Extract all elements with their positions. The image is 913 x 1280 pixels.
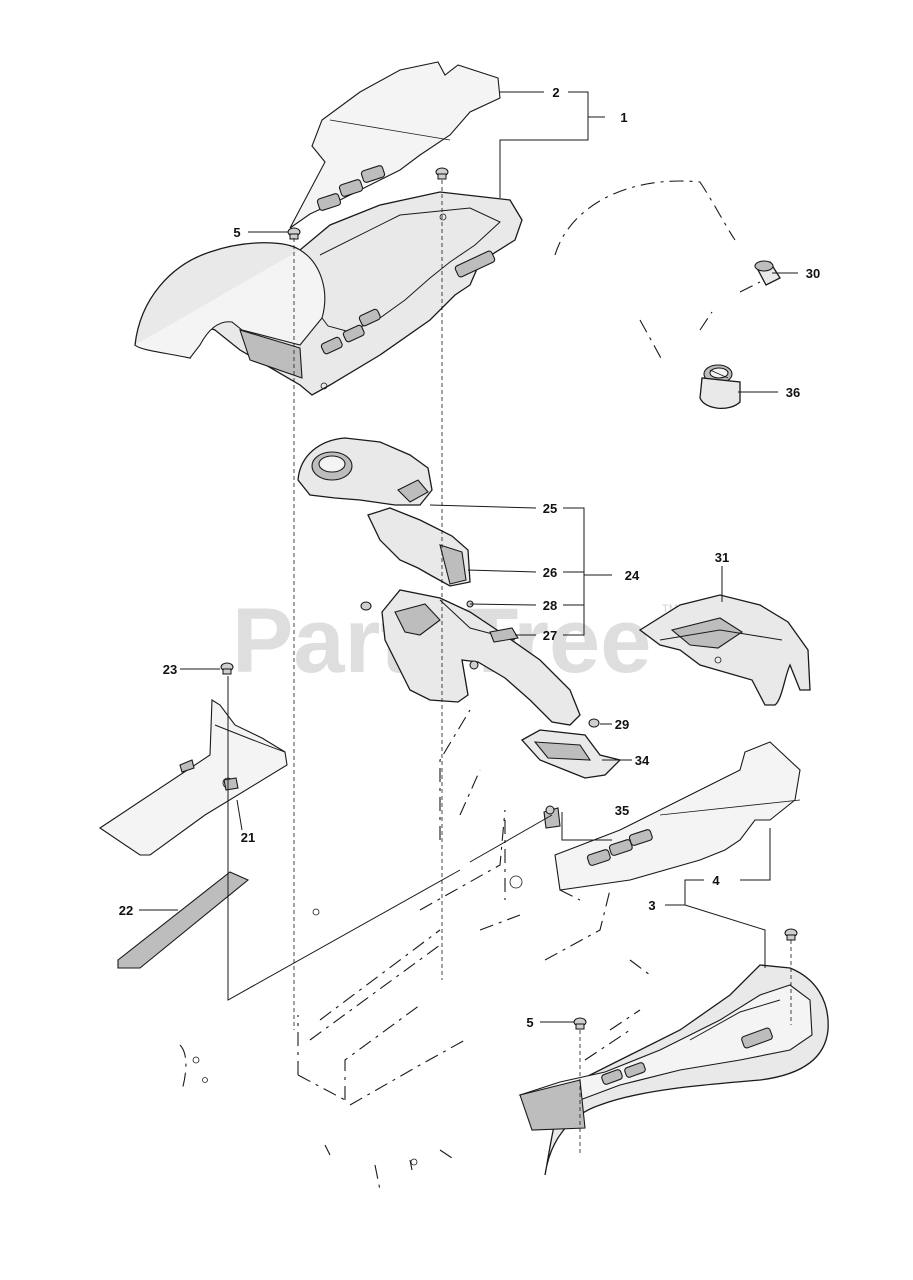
callout-36[interactable]: 36 (786, 385, 800, 400)
part-35-switch[interactable] (543, 805, 561, 829)
callout-5[interactable]: 5 (233, 225, 240, 240)
callout-4[interactable]: 4 (712, 873, 720, 888)
part-4-lower-mat[interactable] (554, 741, 801, 891)
callout-26[interactable]: 26 (543, 565, 557, 580)
part-24-steering-console[interactable] (297, 437, 600, 728)
callout-labels: 2 1 5 30 36 25 26 24 28 27 31 23 29 34 3… (119, 85, 820, 1030)
part-34-bracket[interactable] (520, 729, 622, 779)
callout-28[interactable]: 28 (543, 598, 557, 613)
callout-3[interactable]: 3 (648, 898, 655, 913)
part-5-screw-bottom-left[interactable] (573, 1017, 587, 1030)
callout-30[interactable]: 30 (806, 266, 820, 281)
leader-lines (139, 91, 798, 1155)
part-5-screw-top-center[interactable] (435, 167, 449, 180)
callout-27[interactable]: 27 (543, 628, 557, 643)
part-36-knob[interactable] (699, 364, 741, 409)
part-5-screw-top-left[interactable] (287, 227, 301, 240)
callout-25[interactable]: 25 (543, 501, 557, 516)
part-3-front-fender[interactable] (518, 964, 829, 1176)
part-21-side-plate[interactable] (99, 699, 288, 856)
callout-35[interactable]: 35 (615, 803, 629, 818)
callout-22[interactable]: 22 (119, 903, 133, 918)
callout-31[interactable]: 31 (715, 550, 729, 565)
part-23-screw[interactable] (220, 662, 234, 675)
callout-5[interactable]: 5 (526, 1015, 533, 1030)
part-1-rear-fender[interactable] (134, 191, 523, 396)
callout-23[interactable]: 23 (163, 662, 177, 677)
callout-2[interactable]: 2 (552, 85, 559, 100)
callout-34[interactable]: 34 (635, 753, 650, 768)
callout-29[interactable]: 29 (615, 717, 629, 732)
part-22-strip[interactable] (117, 871, 250, 969)
steering-wheel-outline (554, 180, 761, 361)
part-5-screw-bottom-right[interactable] (784, 928, 798, 941)
callout-1[interactable]: 1 (620, 110, 627, 125)
chassis-frame-outline (179, 709, 651, 1191)
part-2-upper-mat[interactable] (289, 61, 501, 229)
part-30-cap[interactable] (754, 260, 781, 286)
callout-24[interactable]: 24 (625, 568, 640, 583)
part-31-rear-cover[interactable] (638, 594, 811, 706)
callout-21[interactable]: 21 (241, 830, 255, 845)
